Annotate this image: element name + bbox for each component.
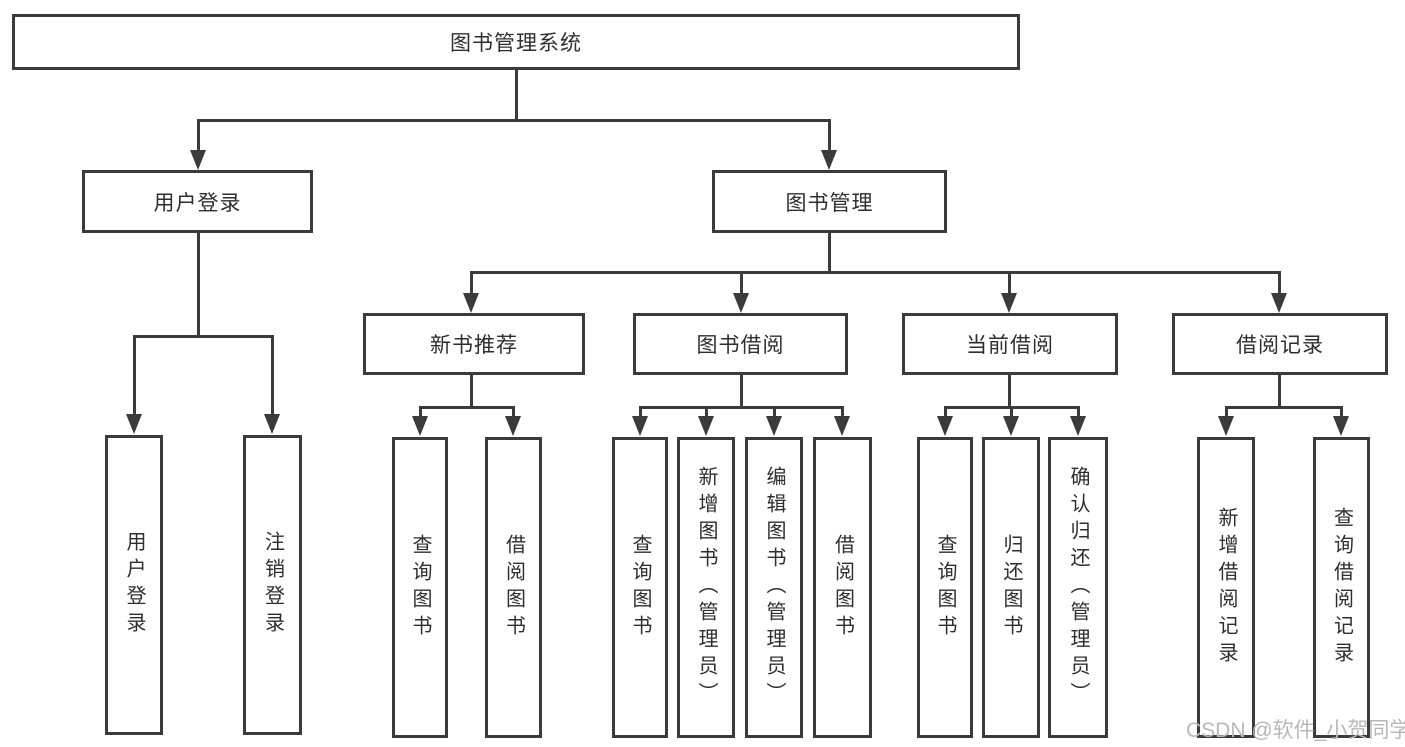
arrow-down-icon	[821, 150, 837, 170]
arrow-down-icon	[126, 414, 142, 434]
leaf-current-return-books-label: 归还图书	[1000, 533, 1022, 642]
connector-line	[515, 70, 518, 120]
connector-line	[1278, 272, 1281, 298]
connector-line	[470, 272, 473, 298]
node-new-book-recommend: 新书推荐	[363, 313, 585, 375]
arrow-down-icon	[1001, 293, 1017, 313]
arrow-down-icon	[412, 416, 428, 436]
leaf-borrow-query-books: 查询图书	[612, 437, 668, 738]
leaf-records-query-record-label: 查询借阅记录	[1330, 506, 1353, 669]
connector-line	[1225, 406, 1343, 409]
connector-line	[1340, 407, 1343, 421]
leaf-user-login: 用户登录	[105, 435, 163, 735]
leaf-records-add-record-label: 新增借阅记录	[1215, 506, 1237, 669]
connector-line	[639, 407, 642, 421]
arrow-down-icon	[1333, 416, 1349, 436]
leaf-borrow-edit-books-admin: 编辑图书（管理员）	[745, 437, 803, 738]
connector-line	[773, 407, 776, 421]
arrow-down-icon	[1070, 416, 1086, 436]
leaf-logout: 注销登录	[243, 435, 302, 735]
leaf-logout-label: 注销登录	[261, 531, 284, 639]
node-current-borrow: 当前借阅	[902, 313, 1118, 375]
leaf-recommend-borrow-books: 借阅图书	[485, 437, 542, 738]
leaf-borrow-borrow-books-label: 借阅图书	[831, 533, 854, 642]
connector-line	[133, 336, 136, 418]
leaf-current-confirm-return-admin-label: 确认归还（管理员）	[1067, 466, 1089, 709]
connector-line	[944, 407, 947, 421]
arrow-down-icon	[190, 150, 206, 170]
connector-line	[419, 407, 422, 421]
arrow-down-icon	[766, 416, 782, 436]
connector-line	[470, 375, 473, 409]
arrow-down-icon	[505, 416, 521, 436]
arrow-down-icon	[264, 414, 280, 434]
connector-line	[133, 335, 274, 338]
connector-line	[470, 271, 1281, 274]
node-book-borrow-label: 图书借阅	[696, 334, 785, 357]
connector-line	[828, 120, 831, 156]
connector-line	[419, 406, 515, 409]
node-root: 图书管理系统	[12, 14, 1020, 70]
connector-line	[639, 406, 844, 409]
connector-line	[1010, 407, 1013, 421]
connector-line	[705, 407, 708, 421]
leaf-current-query-books: 查询图书	[917, 437, 973, 738]
connector-line	[1008, 272, 1011, 298]
node-book-management: 图书管理	[712, 170, 947, 233]
arrow-down-icon	[632, 416, 648, 436]
leaf-recommend-query-books: 查询图书	[392, 437, 448, 738]
connector-line	[1278, 375, 1281, 409]
leaf-current-query-books-label: 查询图书	[934, 533, 956, 642]
leaf-borrow-add-books-admin-label: 新增图书（管理员）	[695, 466, 717, 709]
connector-line	[512, 407, 515, 421]
connector-line	[197, 119, 831, 122]
arrow-down-icon	[834, 416, 850, 436]
connector-line	[740, 375, 743, 409]
csdn-watermark: CSDN @软件_小贺同学	[1186, 719, 1405, 742]
node-root-label: 图书管理系统	[450, 32, 582, 55]
leaf-records-query-record: 查询借阅记录	[1313, 437, 1370, 738]
node-new-book-recommend-label: 新书推荐	[430, 334, 518, 357]
connector-line	[271, 336, 274, 418]
leaf-recommend-borrow-books-label: 借阅图书	[502, 533, 525, 642]
leaf-current-return-books: 归还图书	[982, 437, 1040, 738]
leaf-current-confirm-return-admin: 确认归还（管理员）	[1048, 437, 1108, 738]
arrow-down-icon	[1271, 293, 1287, 313]
arrow-down-icon	[733, 293, 749, 313]
node-book-management-label: 图书管理	[785, 191, 874, 215]
connector-line	[828, 233, 831, 272]
leaf-borrow-borrow-books: 借阅图书	[813, 437, 872, 738]
node-book-borrow: 图书借阅	[633, 313, 848, 375]
node-borrow-records: 借阅记录	[1172, 313, 1388, 375]
leaf-records-add-record: 新增借阅记录	[1197, 437, 1255, 738]
leaf-borrow-query-books-label: 查询图书	[629, 533, 651, 642]
connector-line	[841, 407, 844, 421]
arrow-down-icon	[1003, 416, 1019, 436]
connector-line	[197, 233, 200, 338]
connector-line	[197, 120, 200, 156]
leaf-borrow-add-books-admin: 新增图书（管理员）	[677, 437, 735, 738]
arrow-down-icon	[937, 416, 953, 436]
node-user-login: 用户登录	[82, 170, 313, 233]
leaf-recommend-query-books-label: 查询图书	[409, 533, 431, 642]
connector-line	[1077, 407, 1080, 421]
node-user-login-label: 用户登录	[153, 191, 242, 215]
node-current-borrow-label: 当前借阅	[966, 334, 1054, 357]
arrow-down-icon	[1218, 416, 1234, 436]
leaf-borrow-edit-books-admin-label: 编辑图书（管理员）	[763, 466, 785, 709]
node-borrow-records-label: 借阅记录	[1236, 334, 1324, 357]
arrow-down-icon	[698, 416, 714, 436]
connector-line	[740, 272, 743, 298]
connector-line	[1008, 375, 1011, 409]
leaf-user-login-label: 用户登录	[123, 531, 145, 639]
connector-line	[1225, 407, 1228, 421]
connector-line	[944, 406, 1080, 409]
arrow-down-icon	[463, 293, 479, 313]
